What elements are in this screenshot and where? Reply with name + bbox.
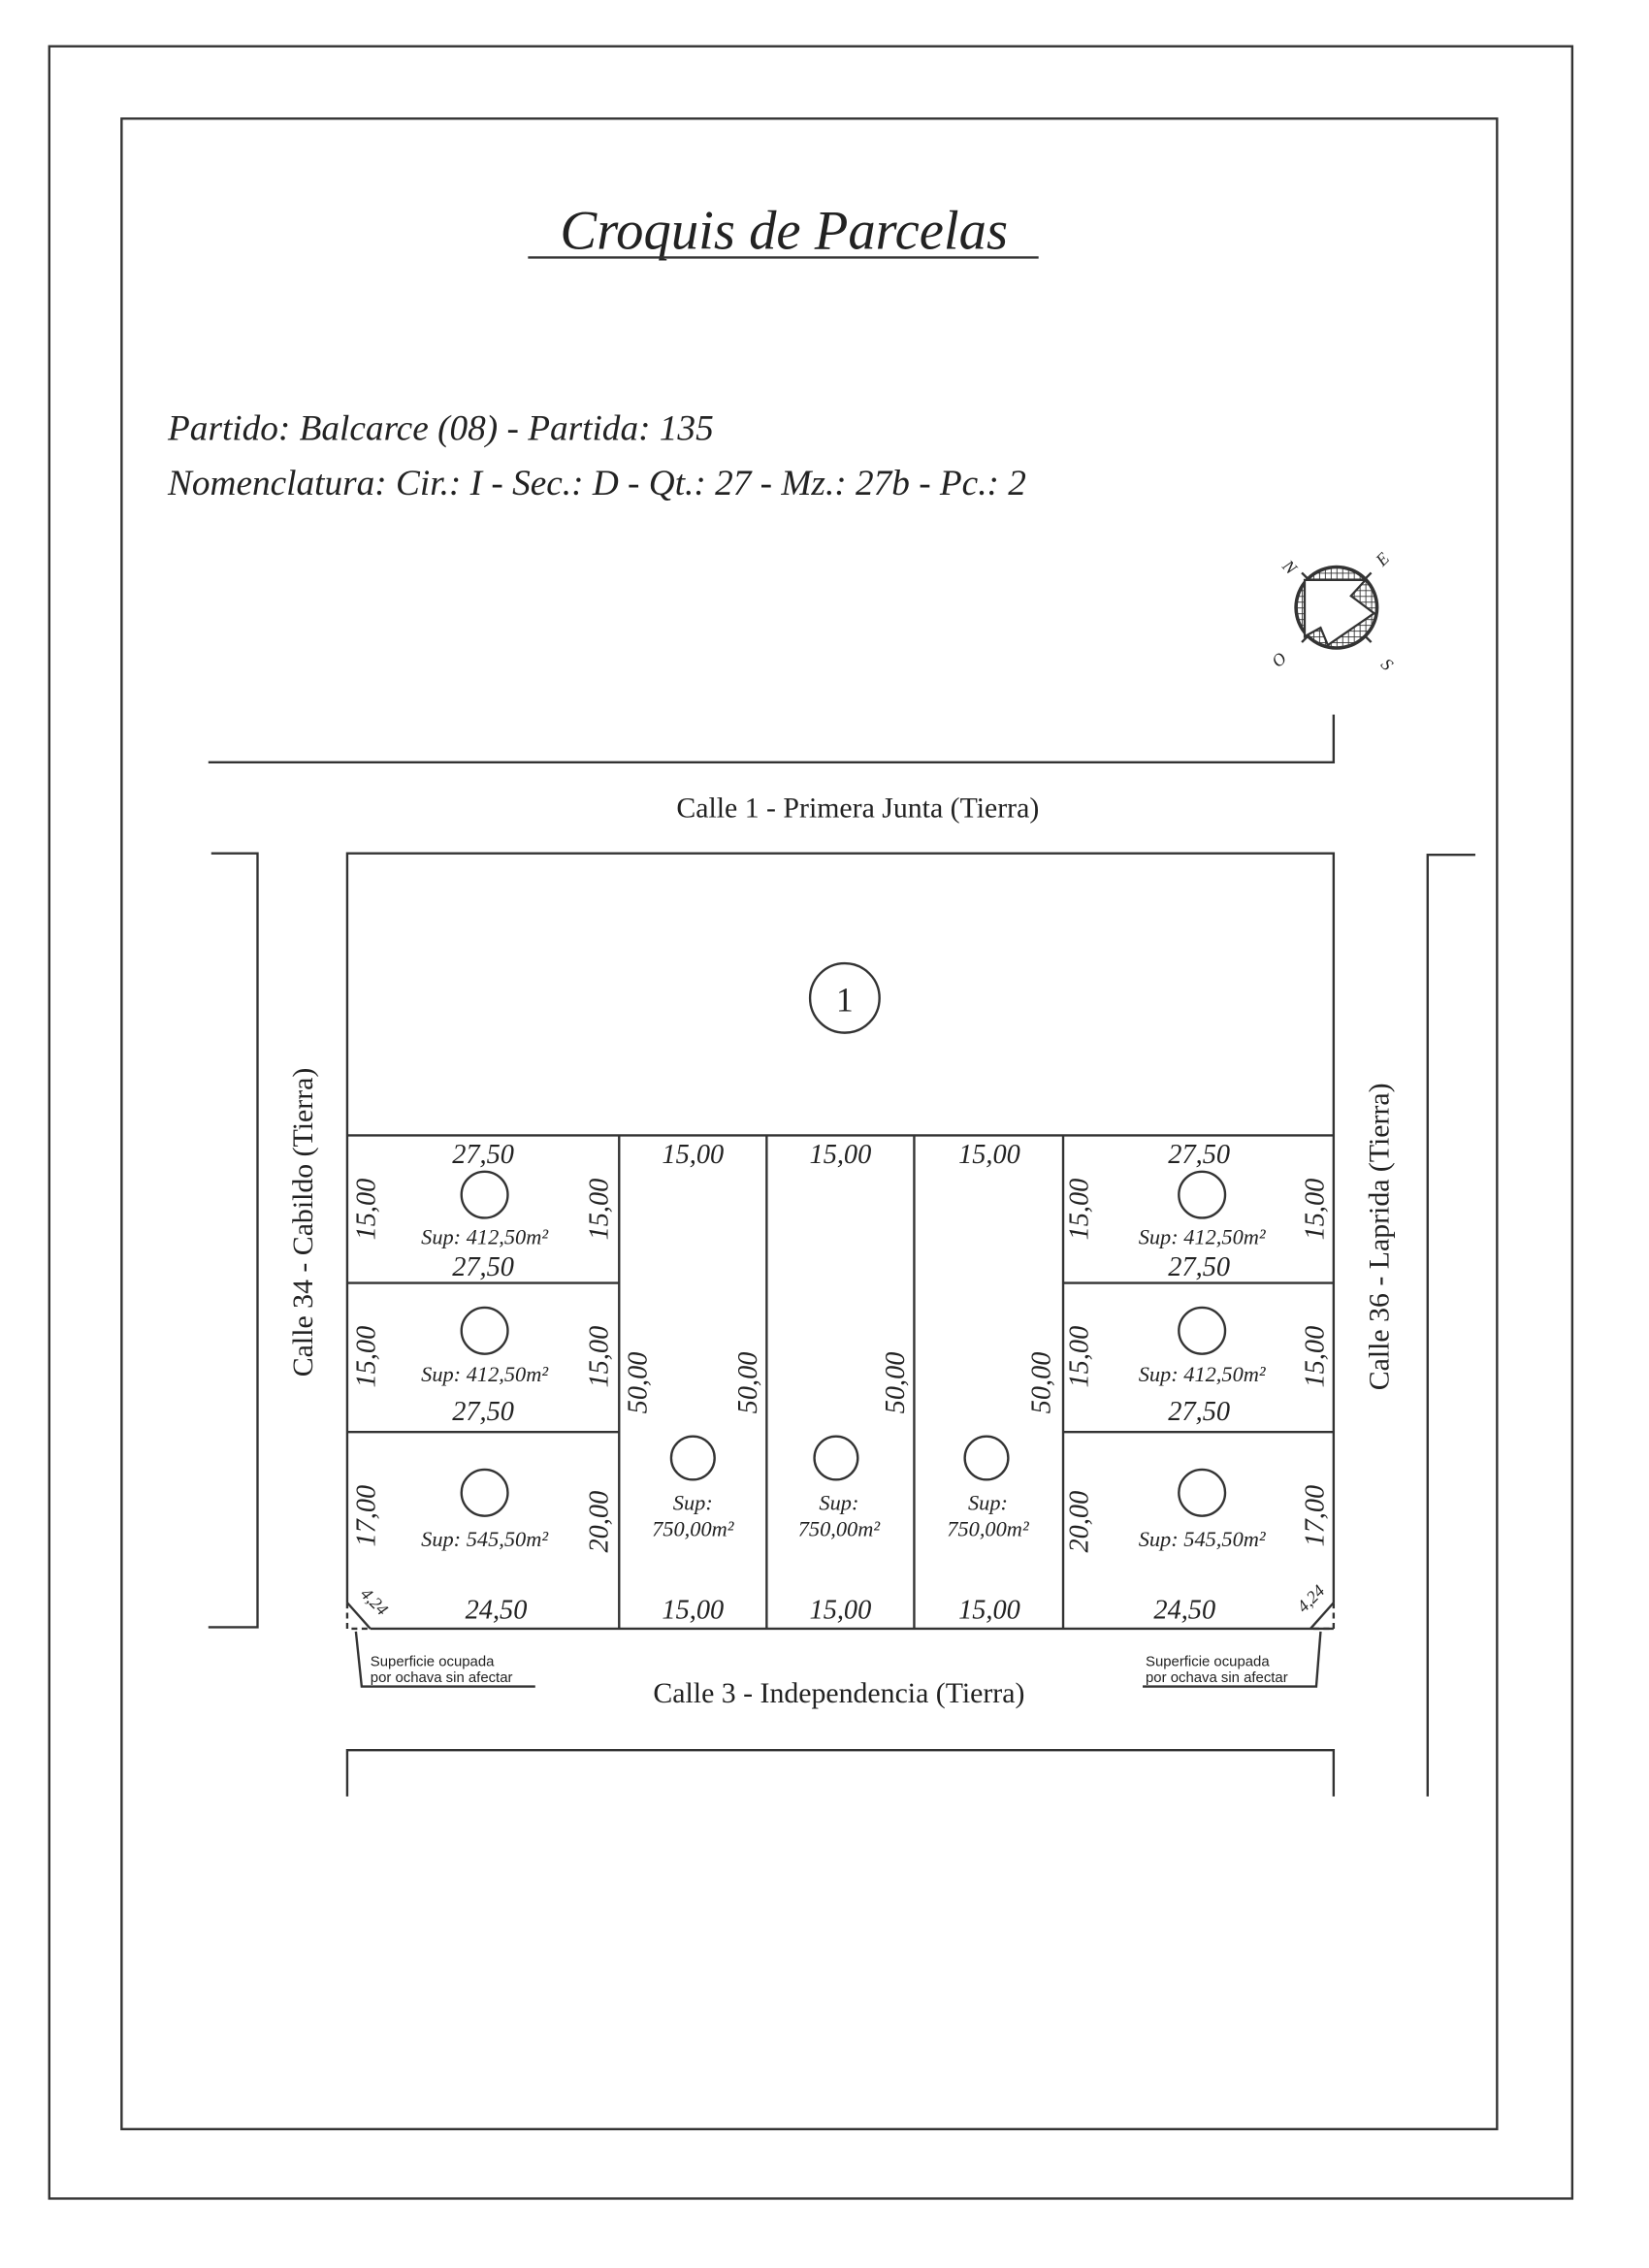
dim-left: 17,00 [351,1485,381,1547]
parcel-marker [1178,1170,1227,1219]
dim-right: 50,00 [881,1352,911,1414]
parcel-area-label: Sup: [968,1491,1008,1515]
parcel-middle-2: 15,00 50,00 Sup: 750,00m² 15,00 [798,1140,911,1626]
header-nomenclatura: Nomenclatura: Cir.: I - Sec.: D - Qt.: 2… [167,464,1026,503]
compass-n: N [1278,555,1302,578]
parcel-marker [813,1435,859,1481]
dim-bottom: 27,50 [452,1397,514,1427]
parcel-left-middle: 15,00 15,00 Sup: 412,50m² 27,50 [351,1306,614,1427]
dim-right: 20,00 [584,1491,614,1553]
street-right-line [1426,854,1475,1797]
parcel-area: 750,00m² [798,1517,881,1541]
parcel-area: Sup: 545,50m² [421,1527,548,1551]
parcel-right-corner: 20,00 17,00 Sup: 545,50m² 24,50 4,24 [1064,1468,1330,1626]
compass-o: O [1268,648,1290,670]
note-line-2: por ochava sin afectar [1146,1670,1288,1686]
note-line-1: Superficie ocupada [371,1655,495,1670]
street-top-line [208,714,1336,763]
street-top-label: Calle 1 - Primera Junta (Tierra) [676,792,1039,824]
parcel-area: Sup: 545,50m² [1139,1527,1266,1551]
dim-bottom: 15,00 [958,1596,1020,1626]
dim-bottom: 27,50 [452,1252,514,1282]
note-line-1: Superficie ocupada [1146,1655,1270,1670]
dim-bottom: 15,00 [662,1596,724,1626]
parcel-right-middle: 15,00 15,00 Sup: 412,50m² 27,50 [1064,1306,1330,1427]
dim-right: 15,00 [1300,1179,1330,1241]
dim-left: 15,00 [1064,1179,1094,1241]
dim-top: 15,00 [958,1140,1020,1170]
parcel-area: 750,00m² [652,1517,734,1541]
inner-border [120,117,1499,2131]
parcel-marker [1178,1468,1227,1517]
dim-left: 15,00 [351,1326,381,1388]
parcel-marker [460,1306,509,1355]
dim-left: 20,00 [1064,1491,1094,1553]
parcel-left-corner: 17,00 20,00 Sup: 545,50m² 24,50 4,24 [351,1468,614,1626]
parcel-area: Sup: 412,50m² [421,1224,548,1248]
street-left-line [208,852,259,1629]
dim-right: 15,00 [584,1326,614,1388]
dim-right: 17,00 [1300,1485,1330,1547]
dim-right: 50,00 [733,1352,763,1414]
parcel-area: 750,00m² [947,1517,1029,1541]
dim-bottom: 27,50 [1168,1252,1230,1282]
dim-left: 50,00 [624,1352,654,1414]
dim-ochava: 4,24 [1293,1581,1328,1616]
ochava-note-right: Superficie ocupada por ochava sin afecta… [1143,1631,1322,1688]
note-line-2: por ochava sin afectar [371,1670,513,1686]
dim-top: 15,00 [810,1140,872,1170]
outer-border [48,45,1574,2200]
street-right-label: Calle 36 - Laprida (Tierra) [1364,1083,1396,1390]
block-outline [345,852,1336,1631]
dim-bottom: 24,50 [1153,1596,1215,1626]
ochava-note-left: Superficie ocupada por ochava sin afecta… [354,1631,535,1688]
dim-left: 15,00 [1064,1326,1094,1388]
parcel-right-top: 27,50 15,00 15,00 Sup: 412,50m² 27,50 [1064,1140,1330,1282]
street-bottom-label: Calle 3 - Independencia (Tierra) [653,1677,1024,1709]
parcel-area-label: Sup: [673,1491,713,1515]
parcel-marker [963,1435,1010,1481]
dim-bottom: 27,50 [1168,1397,1230,1427]
header-partido: Partido: Balcarce (08) - Partida: 135 [167,408,714,448]
dim-top: 27,50 [452,1140,514,1170]
street-bottom-line [345,1749,1336,1797]
compass-s: S [1377,655,1398,675]
parcel-middle-1: 15,00 50,00 50,00 Sup: 750,00m² 15,00 [624,1140,763,1626]
compass-rose-icon: N E O S [1268,548,1397,674]
parcel-area-label: Sup: [819,1491,858,1515]
dim-top: 27,50 [1168,1140,1230,1170]
parcel-marker [669,1435,716,1481]
parcel-middle-3: 15,00 50,00 Sup: 750,00m² 15,00 [947,1140,1056,1626]
parcel-left-top: 27,50 15,00 15,00 Sup: 412,50m² 27,50 [351,1140,614,1282]
street-left-label: Calle 34 - Cabildo (Tierra) [287,1068,319,1377]
parcel-marker [460,1468,509,1517]
dim-right: 15,00 [1300,1326,1330,1388]
dim-left: 15,00 [351,1179,381,1241]
parcel-area: Sup: 412,50m² [1139,1362,1266,1386]
dim-bottom: 15,00 [810,1596,872,1626]
parcel-marker [1178,1306,1227,1355]
compass-e: E [1372,548,1394,570]
dim-right: 15,00 [584,1179,614,1241]
parcel-marker [460,1170,509,1219]
parcel-1-marker [808,961,881,1034]
parcel-area: Sup: 412,50m² [1139,1224,1266,1248]
dim-ochava: 4,24 [357,1584,392,1619]
dim-top: 15,00 [662,1140,724,1170]
parcel-area: Sup: 412,50m² [421,1362,548,1386]
dim-right: 50,00 [1027,1352,1057,1414]
parcel-1-number: 1 [836,980,854,1019]
page-title: Croquis de Parcelas [560,201,1008,261]
dim-bottom: 24,50 [466,1596,528,1626]
